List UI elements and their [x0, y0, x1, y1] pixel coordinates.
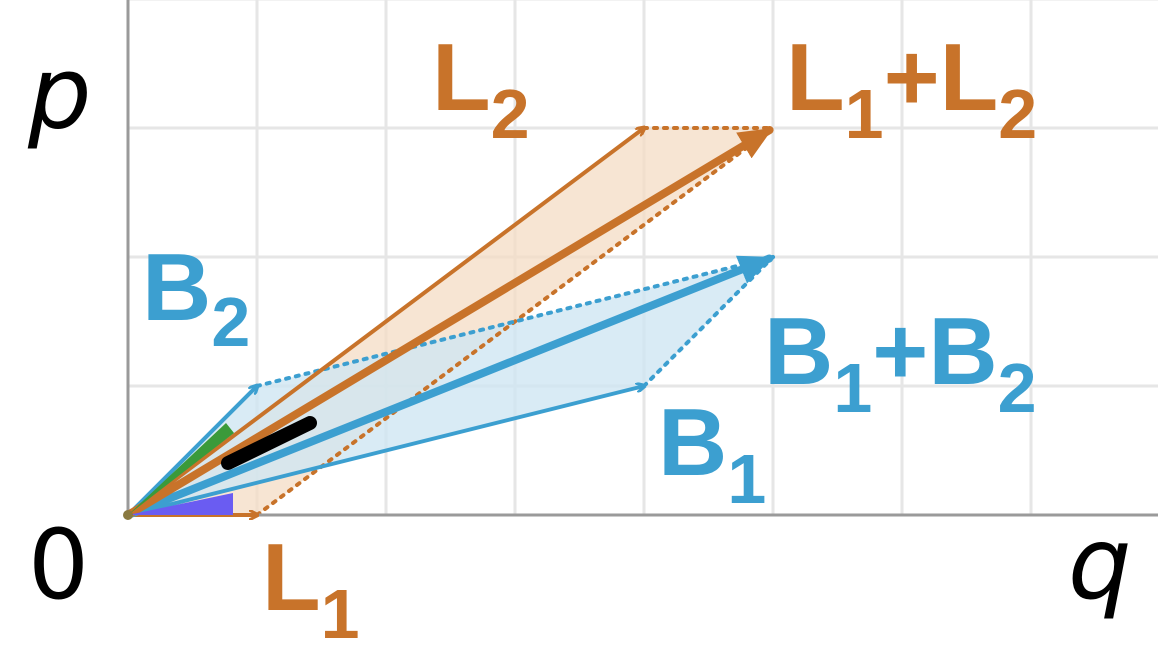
origin-point [123, 510, 133, 520]
b1-vector [126, 386, 644, 517]
b2-vector [126, 386, 257, 517]
y-axis-label: p [27, 35, 91, 152]
l2-vector [126, 128, 644, 517]
b2-to-sum-dotted [255, 255, 775, 388]
b1-label: B1 [658, 389, 766, 518]
l2-label: L2 [432, 24, 530, 153]
l1-label: L1 [262, 524, 360, 648]
b2-label: B2 [142, 234, 250, 361]
b-sum-label: B1+B2 [764, 298, 1037, 427]
purple-wedge [128, 493, 233, 515]
l1-to-sum-dotted [255, 126, 775, 517]
l-sum-label: L1+L2 [786, 24, 1037, 153]
origin-label: 0 [28, 509, 89, 621]
b-sum-vector [124, 254, 774, 519]
black-vector [221, 416, 317, 470]
x-axis-label: q [1068, 505, 1131, 622]
l-sum-vector [124, 126, 774, 519]
green-wedge [128, 423, 234, 515]
